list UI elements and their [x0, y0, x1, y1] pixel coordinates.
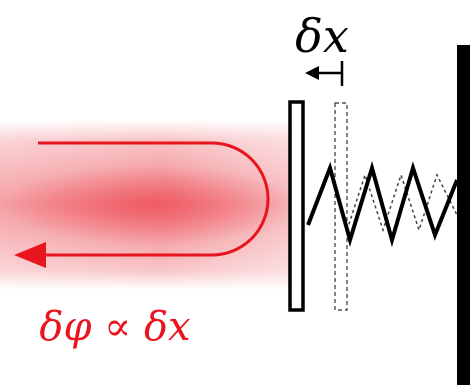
left-arrow-icon: [305, 61, 344, 86]
mirror: [288, 100, 305, 312]
fixed-wall: [457, 45, 470, 385]
laser-beam: [0, 120, 300, 290]
spring: [306, 160, 459, 248]
displacement-label: δx: [295, 9, 349, 63]
beam-return-arrowhead-icon: [14, 242, 46, 268]
phase-relation-label: δφ ∝ δx: [39, 304, 190, 350]
beam-path: [38, 141, 270, 257]
displaced-mirror-outline: [334, 102, 348, 311]
displaced-spring: [346, 172, 458, 233]
